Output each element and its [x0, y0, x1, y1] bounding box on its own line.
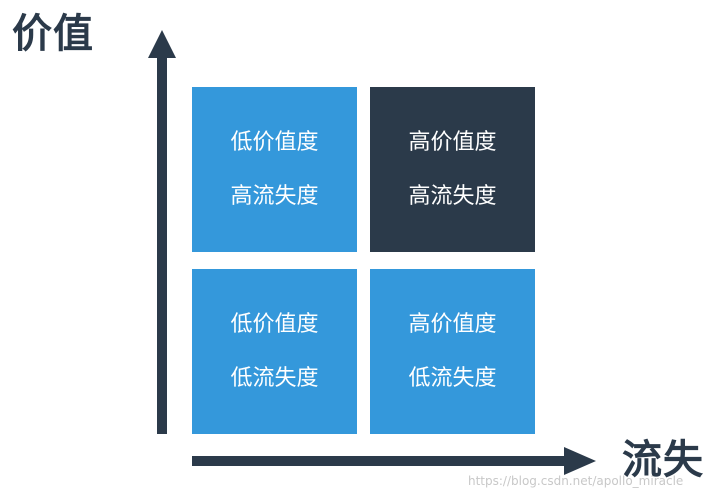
x-axis-label: 流失 — [622, 437, 704, 483]
y-axis-label: 价值 — [12, 11, 94, 57]
watermark: https://blog.csdn.net/apollo_miracle — [468, 474, 684, 488]
quadrant-churn-label: 高流失度 — [408, 183, 497, 209]
x-axis-arrow-right-icon — [564, 447, 596, 475]
x-axis-arrow-shaft — [192, 456, 566, 466]
quadrant-bottom-left: 低价值度 低流失度 — [192, 269, 357, 434]
quadrant-top-right: 高价值度 高流失度 — [370, 87, 535, 252]
quadrant-value-label: 高价值度 — [408, 311, 497, 337]
quadrant-churn-label: 低流失度 — [408, 365, 497, 391]
y-axis-arrow-up-icon — [148, 30, 176, 58]
quadrant-churn-label: 低流失度 — [230, 365, 319, 391]
quadrant-top-left: 低价值度 高流失度 — [192, 87, 357, 252]
y-axis-arrow-shaft — [157, 52, 167, 434]
quadrant-value-label: 低价值度 — [230, 311, 319, 337]
quadrant-value-label: 低价值度 — [230, 129, 319, 155]
quadrant-value-label: 高价值度 — [408, 129, 497, 155]
quadrant-churn-label: 高流失度 — [230, 183, 319, 209]
quadrant-bottom-right: 高价值度 低流失度 — [370, 269, 535, 434]
